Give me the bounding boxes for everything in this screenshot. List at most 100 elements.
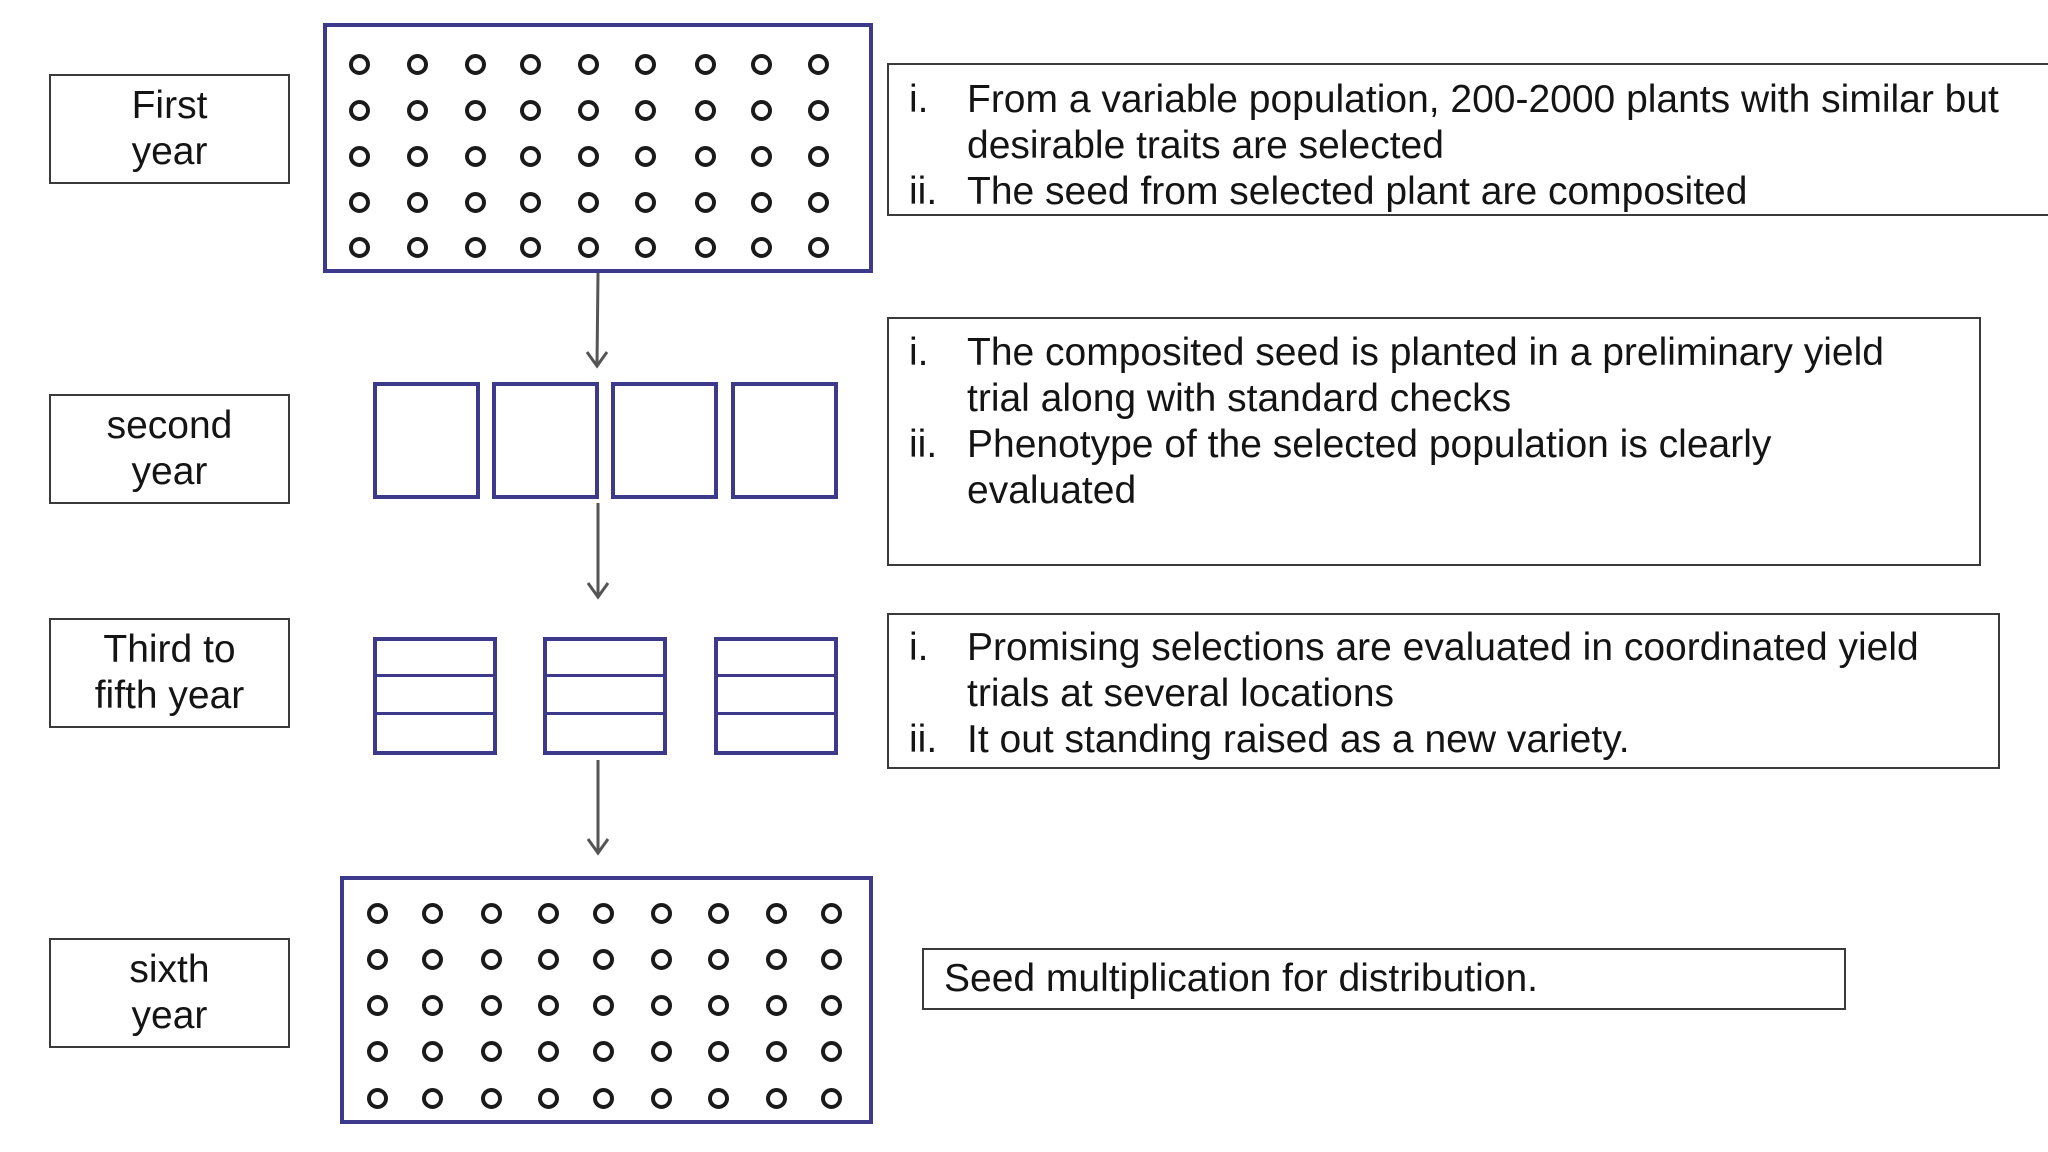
plant-dot <box>367 1088 388 1109</box>
plant-dot <box>593 1088 614 1109</box>
plant-dot <box>593 949 614 970</box>
plant-dot <box>422 995 443 1016</box>
plant-dot <box>766 1041 787 1062</box>
plant-dot <box>367 903 388 924</box>
plant-dot <box>808 54 829 75</box>
item-text: Promising selections are evaluated in co… <box>967 626 1919 715</box>
plant-dot <box>465 54 486 75</box>
plant-dot <box>520 146 541 167</box>
plant-dot <box>808 237 829 258</box>
plant-dot <box>538 995 559 1016</box>
plant-dot <box>538 903 559 924</box>
item-number: i. <box>909 331 929 374</box>
plant-dot <box>407 192 428 213</box>
plant-dot <box>349 192 370 213</box>
plant-dot <box>593 1041 614 1062</box>
stage-label-line: sixth <box>129 948 210 991</box>
plot-divider <box>718 712 834 715</box>
coordinated-trial-plot <box>714 637 838 755</box>
plant-dot <box>751 54 772 75</box>
plant-dot <box>465 237 486 258</box>
plant-dot <box>593 995 614 1016</box>
plant-dot <box>349 146 370 167</box>
plant-dot <box>422 903 443 924</box>
arrow-head <box>586 838 610 856</box>
plant-dot <box>538 1088 559 1109</box>
plant-dot <box>481 1041 502 1062</box>
plant-dot <box>766 949 787 970</box>
plant-dot <box>808 192 829 213</box>
plant-dot <box>651 1041 672 1062</box>
item-text: It out standing raised as a new variety. <box>967 718 1630 761</box>
preliminary-trial-plot <box>373 382 480 499</box>
list-item: ii. The seed from selected plant are com… <box>889 169 2048 215</box>
plant-dot <box>708 903 729 924</box>
first-year-description: i. From a variable population, 200-2000 … <box>887 63 2048 216</box>
plot-divider <box>547 712 663 715</box>
plant-dot <box>808 100 829 121</box>
plant-dot <box>695 237 716 258</box>
plant-dot <box>407 146 428 167</box>
item-text: The composited seed is planted in a prel… <box>967 331 1884 420</box>
plant-dot <box>695 54 716 75</box>
list-item: i. Promising selections are evaluated in… <box>889 625 1978 717</box>
item-number: ii. <box>909 423 938 466</box>
plant-dot <box>651 1088 672 1109</box>
plant-dot <box>367 995 388 1016</box>
stage-label-line: fifth year <box>94 674 245 717</box>
plant-dot <box>635 237 656 258</box>
plant-dot <box>520 237 541 258</box>
stage-label-line: year <box>131 994 208 1037</box>
stage-label-line: Third to <box>103 628 236 671</box>
plant-dot <box>708 1041 729 1062</box>
sixth-year-seed-field <box>340 876 873 1124</box>
plant-dot <box>708 1088 729 1109</box>
item-text: Seed multiplication for distribution. <box>944 957 1538 1000</box>
plant-dot <box>422 1041 443 1062</box>
plant-dot <box>708 949 729 970</box>
plant-dot <box>538 1041 559 1062</box>
plant-dot <box>821 1041 842 1062</box>
plant-dot <box>821 949 842 970</box>
plant-dot <box>349 54 370 75</box>
plant-dot <box>651 949 672 970</box>
plant-dot <box>465 192 486 213</box>
plant-dot <box>766 995 787 1016</box>
plant-dot <box>695 192 716 213</box>
plant-dot <box>481 903 502 924</box>
plot-divider <box>377 712 493 715</box>
arrow-line <box>595 272 600 366</box>
plant-dot <box>635 54 656 75</box>
item-number: ii. <box>909 170 938 213</box>
plant-dot <box>367 1041 388 1062</box>
list-item: ii. It out standing raised as a new vari… <box>889 717 1978 763</box>
plant-dot <box>481 949 502 970</box>
plant-dot <box>538 949 559 970</box>
plant-dot <box>635 100 656 121</box>
plant-dot <box>578 146 599 167</box>
plant-dot <box>751 100 772 121</box>
item-text: Phenotype of the selected population is … <box>967 423 1772 512</box>
plant-dot <box>422 949 443 970</box>
coordinated-trial-plot <box>373 637 497 755</box>
item-number: i. <box>909 78 929 121</box>
list-item: ii. Phenotype of the selected population… <box>889 422 1939 514</box>
plant-dot <box>578 54 599 75</box>
plant-dot <box>481 995 502 1016</box>
item-text: The seed from selected plant are composi… <box>967 170 1748 213</box>
item-number: i. <box>909 626 929 669</box>
plant-dot <box>520 100 541 121</box>
plant-dot <box>520 192 541 213</box>
plant-dot <box>751 146 772 167</box>
preliminary-trial-plot <box>492 382 599 499</box>
list-item: i. The composited seed is planted in a p… <box>889 330 1939 422</box>
plant-dot <box>821 903 842 924</box>
preliminary-trial-plot <box>611 382 718 499</box>
list-item: i. From a variable population, 200-2000 … <box>889 77 2048 169</box>
third-to-fifth-year-description: i. Promising selections are evaluated in… <box>887 613 2000 769</box>
plant-dot <box>349 100 370 121</box>
plant-dot <box>766 1088 787 1109</box>
plant-dot <box>367 949 388 970</box>
